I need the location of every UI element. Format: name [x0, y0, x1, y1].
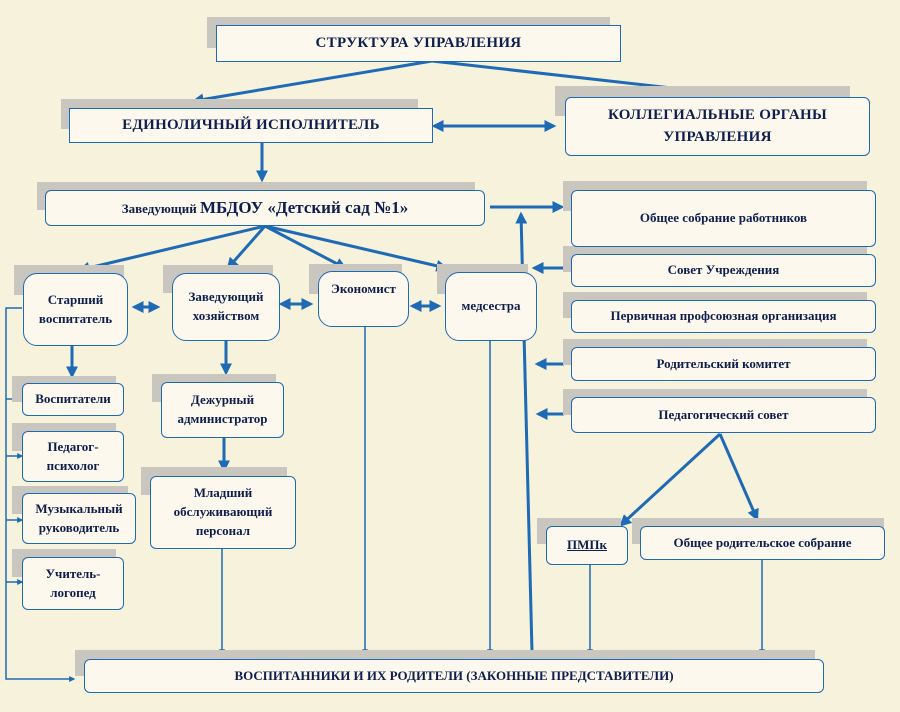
arrow-head-economist [264, 224, 348, 270]
title-box: СТРУКТУРА УПРАВЛЕНИЯ [216, 25, 621, 62]
speech-therapist-text: Учитель-логопед [45, 565, 101, 600]
facilities-manager-box: Заведующий хозяйством [172, 273, 280, 341]
facilities-manager-text: Заведующий хозяйством [188, 289, 264, 323]
senior-educator-box: Старший воспитатель [23, 273, 128, 346]
parent-committee-text: Родительский комитет [656, 355, 791, 371]
arrow-head-nurse [264, 224, 449, 272]
pupils-box: ВОСПИТАННИКИ И ИХ РОДИТЕЛИ (ЗАКОННЫЕ ПРЕ… [84, 659, 824, 693]
pmpk-text: ПМПк [567, 537, 607, 553]
head-name: МБДОУ «Детский сад №1» [200, 197, 409, 217]
parent-meeting-text: Общее родительское собрание [673, 534, 852, 550]
title-text: СТРУКТУРА УПРАВЛЕНИЯ [315, 34, 522, 51]
speech-therapist-box: Учитель-логопед [22, 557, 124, 610]
arrow-head-facilities [226, 225, 267, 270]
left-bracket [5, 307, 76, 682]
council-text: Совет Учреждения [667, 262, 780, 278]
general-meeting-text: Общее собрание работников [639, 210, 808, 226]
psychologist-box: Педагог-психолог [22, 431, 124, 482]
junior-staff-text: Младший обслуживающий персонал [173, 485, 273, 538]
parent-meeting-box: Общее родительское собрание [640, 526, 885, 560]
ped-council-box: Педагогический совет [571, 397, 876, 433]
arrow-pedcouncil-pmpk [619, 432, 722, 527]
head-box: Заведующий МБДОУ «Детский сад №1» [45, 190, 485, 226]
sole-executive-box: ЕДИНОЛИЧНЫЙ ИСПОЛНИТЕЛЬ [69, 108, 433, 143]
collegial-bodies-box: КОЛЛЕГИАЛЬНЫЕ ОРГАНЫ УПРАВЛЕНИЯ [565, 97, 870, 156]
ped-council-text: Педагогический совет [658, 406, 789, 422]
arrow-title-executive [191, 59, 433, 106]
arrow-pedcouncil-parent-meeting [718, 433, 759, 522]
parent-committee-box: Родительский комитет [571, 347, 876, 381]
duty-admin-box: Дежурный администратор [161, 382, 284, 438]
economist-box: Экономист [318, 271, 409, 327]
council-box: Совет Учреждения [571, 254, 876, 287]
economist-text: Экономист [331, 281, 396, 296]
general-meeting-box: Общее собрание работников [571, 190, 876, 247]
psychologist-text: Педагог-психолог [46, 438, 100, 473]
music-director-box: Музыкальный руководитель [22, 493, 136, 544]
pupils-text: ВОСПИТАННИКИ И ИХ РОДИТЕЛИ (ЗАКОННЫЕ ПРЕ… [234, 667, 674, 683]
union-text: Первичная профсоюзная организация [610, 308, 837, 324]
educators-text: Воспитатели [35, 391, 111, 407]
collegial-bodies-text: КОЛЛЕГИАЛЬНЫЕ ОРГАНЫ УПРАВЛЕНИЯ [607, 106, 828, 145]
union-box: Первичная профсоюзная организация [571, 300, 876, 333]
pmpk-box: ПМПк [546, 526, 628, 565]
nurse-box: медсестра [445, 272, 537, 341]
head-text: Заведующий МБДОУ «Детский сад №1» [122, 196, 408, 221]
educators-box: Воспитатели [22, 383, 124, 416]
music-director-text: Музыкальный руководитель [35, 500, 123, 535]
duty-admin-text: Дежурный администратор [177, 392, 268, 426]
junior-staff-box: Младший обслуживающий персонал [150, 476, 296, 549]
arrow-head-senior [77, 224, 266, 274]
nurse-text: медсестра [461, 298, 521, 314]
head-prefix: Заведующий [121, 200, 200, 216]
senior-educator-text: Старший воспитатель [38, 291, 113, 326]
sole-executive-text: ЕДИНОЛИЧНЫЙ ИСПОЛНИТЕЛЬ [122, 116, 380, 133]
